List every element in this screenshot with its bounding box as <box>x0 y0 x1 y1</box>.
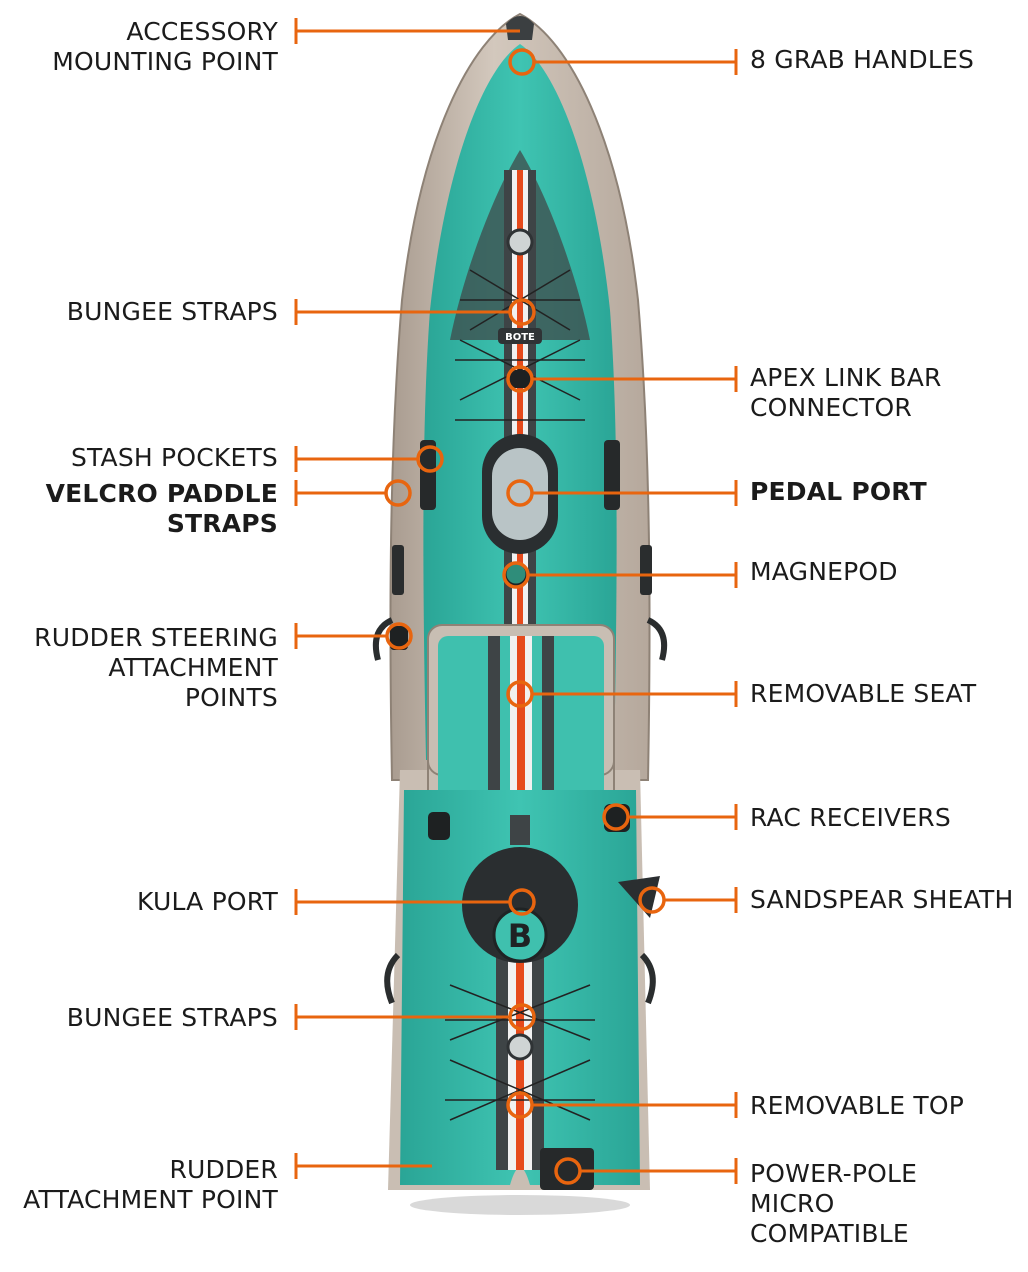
label-kula-port: KULA PORT <box>137 887 278 916</box>
callout-marker-apex-link-bar-connector <box>506 365 534 393</box>
label-rac-receivers: RAC RECEIVERS <box>750 803 951 832</box>
callout-marker-magnepod <box>502 561 530 589</box>
apex-link-bar-mount <box>508 370 532 388</box>
left-stash-pocket <box>420 440 436 510</box>
kula-port-lid <box>492 907 548 963</box>
label-removable-top: REMOVABLE TOP <box>750 1091 965 1120</box>
bote-logo-plate <box>498 328 542 344</box>
label-magnepod: MAGNEPOD <box>750 557 898 586</box>
callout-marker-pedal-port <box>506 479 534 507</box>
callout-marker-rudder-steering-attachment-points <box>385 622 413 650</box>
callout-marker-stash-pockets <box>416 445 444 473</box>
callout-marker-rac-receivers <box>602 803 630 831</box>
seat-stripes <box>488 636 554 812</box>
power-pole-mount <box>540 1148 594 1190</box>
bote-logo-text: BOTE <box>505 332 535 343</box>
callout-marker-sandspear-sheath <box>638 886 666 914</box>
callout-marker-removable-seat <box>506 680 534 708</box>
front-accessory-disc <box>506 228 534 256</box>
callout-marker-bungee-straps-rear <box>508 1003 536 1031</box>
kayak-shadow <box>410 1195 630 1215</box>
label-bungee-straps-rear: BUNGEE STRAPS <box>66 1003 278 1032</box>
label-sandspear-sheath: SANDSPEAR SHEATH <box>750 885 1014 914</box>
callout-marker-kula-port <box>508 888 536 916</box>
rear-accessory-disc <box>506 1033 534 1061</box>
left-paddle-strap <box>392 545 404 595</box>
right-rear-handle <box>639 952 656 1005</box>
callout-marker-power-pole-micro-compatible <box>554 1157 582 1185</box>
callout-marker-grab-handles <box>508 48 536 76</box>
pedal-port-window <box>492 448 548 540</box>
label-grab-handles: 8 GRAB HANDLES <box>750 45 975 74</box>
label-stash-pockets: STASH POCKETS <box>70 443 278 472</box>
label-bungee-straps-front: BUNGEE STRAPS <box>66 297 278 326</box>
left-rear-handle <box>384 952 401 1005</box>
callout-marker-removable-top <box>506 1091 534 1119</box>
label-removable-seat: REMOVABLE SEAT <box>750 679 977 708</box>
label-pedal-port: PEDAL PORT <box>750 477 927 506</box>
right-stash-pocket <box>604 440 620 510</box>
right-steering-handle <box>646 617 668 661</box>
right-paddle-strap <box>640 545 652 595</box>
callout-marker-bungee-straps-front <box>508 298 536 326</box>
front-bungee-lines <box>455 269 585 421</box>
callout-lines <box>294 18 738 1185</box>
left-rac-receiver <box>428 812 450 840</box>
kula-port-logo: B <box>508 917 532 955</box>
callout-marker-velcro-paddle-straps <box>384 479 412 507</box>
bow-tip <box>506 16 534 40</box>
rear-bungee-lines <box>445 984 595 1121</box>
kula-port-ring <box>462 847 578 963</box>
